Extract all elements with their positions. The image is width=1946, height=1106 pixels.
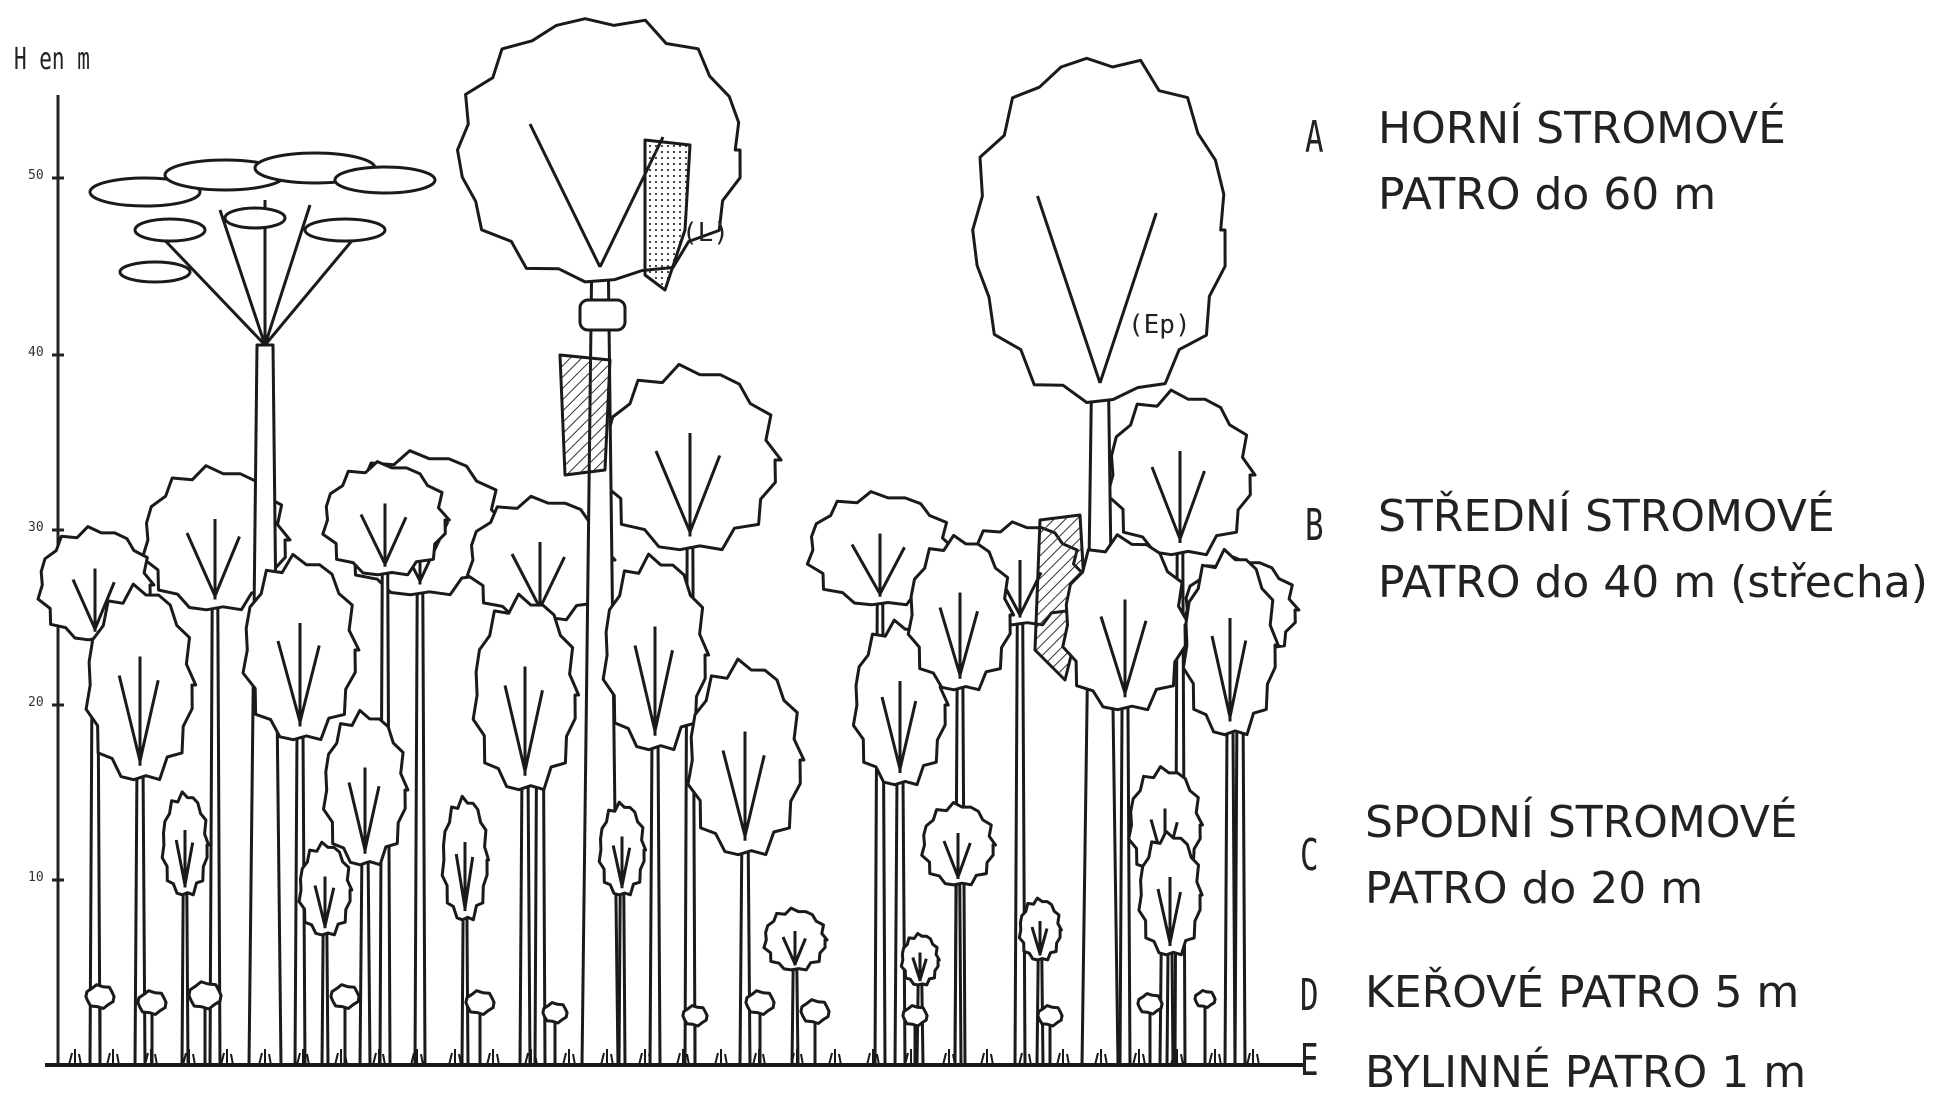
tree-understory	[1139, 831, 1202, 1065]
grass-tuft	[69, 1049, 81, 1065]
layer-label-line: PATRO do 40 m (střecha)	[1378, 550, 1928, 616]
grass-tuft	[943, 1049, 955, 1065]
grass-tuft	[107, 1049, 119, 1065]
liana-patch	[645, 140, 690, 290]
grass-tuft	[829, 1049, 841, 1065]
shrub	[543, 1003, 567, 1065]
layer-label-a: HORNÍ STROMOVÉ PATRO do 60 m	[1378, 96, 1786, 228]
grass-tuft	[1209, 1049, 1221, 1065]
layer-label-line: HORNÍ STROMOVÉ	[1378, 96, 1786, 162]
layer-letter-d: D	[1300, 970, 1319, 1021]
tree-crown-pad	[305, 219, 385, 241]
tree-trunk	[875, 550, 885, 1065]
grass-tuft	[487, 1049, 499, 1065]
tree-understory	[442, 796, 488, 1065]
shrub-crown	[1138, 994, 1162, 1014]
tree-trunk	[1015, 575, 1025, 1065]
liana-marker: (L)	[682, 218, 729, 248]
layer-label-line: PATRO do 60 m	[1378, 162, 1786, 228]
grass-tuft	[981, 1049, 993, 1065]
tree-crown	[973, 58, 1225, 402]
grass-tuft	[715, 1049, 727, 1065]
layer-label-c: SPODNÍ STROMOVÉ PATRO do 20 m	[1365, 790, 1798, 922]
layer-label-line: SPODNÍ STROMOVÉ	[1365, 790, 1798, 856]
shrub-crown	[331, 985, 359, 1009]
grass-tuft	[221, 1049, 233, 1065]
shrub-crown	[543, 1003, 567, 1023]
layer-label-e: BYLINNÉ PATRO 1 m	[1365, 1040, 1806, 1106]
layer-letter-a: A	[1305, 112, 1324, 163]
tree-understory	[764, 908, 827, 1065]
grass-tuft	[1057, 1049, 1069, 1065]
tree-understory	[922, 803, 996, 1066]
axis-tick-label: 20	[28, 695, 44, 710]
axis-title: H en m	[14, 42, 90, 77]
layer-letter-c: C	[1300, 830, 1319, 881]
tree-understory	[162, 792, 208, 1065]
tree-layer-group	[38, 19, 1299, 1065]
axis-tick-label: 50	[28, 168, 44, 183]
tree-crown-pad	[120, 262, 190, 282]
liana-patch	[560, 355, 610, 475]
grass-tuft	[449, 1049, 461, 1065]
shrub	[331, 985, 359, 1065]
grass-tuft	[1247, 1049, 1259, 1065]
axis-tick-label: 40	[28, 345, 44, 360]
shrub	[1138, 994, 1162, 1065]
epiphyte-marker: (Ep)	[1128, 310, 1191, 340]
axis-tick-label: 10	[28, 870, 44, 885]
shrub-crown	[466, 991, 494, 1015]
grass-tuft	[145, 1049, 157, 1065]
shrub-crown	[1195, 991, 1215, 1008]
shrub-crown	[683, 1006, 707, 1026]
shrub-crown	[138, 991, 166, 1015]
tree-crown-pad	[580, 300, 625, 330]
grass-tuft	[1133, 1049, 1145, 1065]
shrub-crown	[86, 985, 114, 1009]
tree-crown-pad	[335, 167, 435, 193]
shrub	[801, 1000, 829, 1065]
axis-tick-label: 30	[28, 520, 44, 535]
shrub-crown	[801, 1000, 829, 1024]
layer-letter-e: E	[1300, 1035, 1319, 1086]
tree-trunk	[1175, 475, 1185, 1065]
layer-label-line: PATRO do 20 m	[1365, 856, 1798, 922]
shrub-crown	[746, 991, 774, 1015]
tree-crown-pad	[135, 219, 205, 241]
tree-crown-pad	[225, 208, 285, 228]
layer-label-line: STŘEDNÍ STROMOVÉ	[1378, 484, 1928, 550]
tree-trunk	[415, 525, 425, 1065]
layer-label-d: KEŘOVÉ PATRO 5 m	[1365, 960, 1799, 1026]
shrub-crown	[903, 1006, 927, 1026]
tree-understory	[901, 934, 939, 1066]
layer-letter-b: B	[1305, 500, 1324, 551]
layer-label-b: STŘEDNÍ STROMOVÉ PATRO do 40 m (střecha)	[1378, 484, 1928, 616]
grass-tuft	[563, 1049, 575, 1065]
shrub-crown	[1038, 1006, 1062, 1026]
grass-tuft	[753, 1049, 765, 1065]
shrub-crown	[189, 982, 221, 1009]
